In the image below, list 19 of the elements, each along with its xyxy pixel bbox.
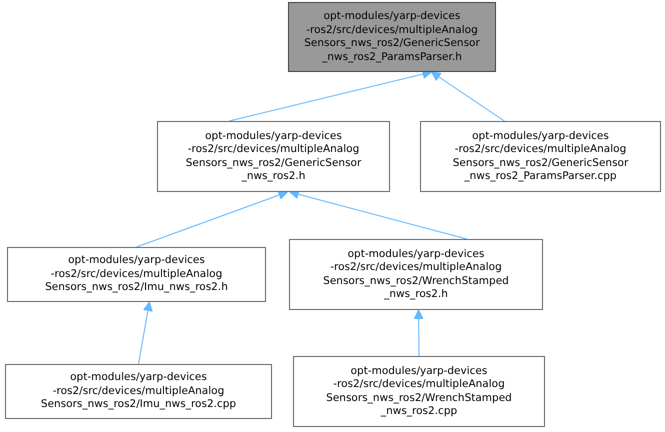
file-box	[7, 247, 266, 302]
arrow	[414, 310, 424, 356]
file-path: opt-modules/yarp-devices -ros2/src/devices/multipleAnalog Sensors_nws_ros2/GenericSensor _nws_ros2_ParamsParser.cpp	[452, 130, 628, 184]
arrow	[431, 72, 505, 122]
file-box	[157, 121, 390, 192]
arrow	[138, 302, 153, 364]
file-path: opt-modules/yarp-devices -ros2/src/devices/multipleAnalog Sensors_nws_ros2/WrenchStamped _nws_ros2.cpp	[326, 364, 512, 418]
file-box	[420, 121, 661, 192]
file-box	[293, 356, 545, 427]
file-path: opt-modules/yarp-devices -ros2/src/devices/multipleAnalog Sensors_nws_ros2/Imu_nws_ros2.cpp	[40, 371, 236, 412]
file-path: opt-modules/yarp-devices -ros2/src/devices/multipleAnalog Sensors_nws_ros2/GenericSensor _nws_ros2_ParamsParser.h	[304, 10, 480, 64]
arrow	[136, 190, 288, 248]
file-path: opt-modules/yarp-devices -ros2/src/devices/multipleAnalog Sensors_nws_ros2/WrenchStamped _nws_ros2.h	[323, 248, 509, 302]
file-box	[289, 239, 543, 310]
file-path: opt-modules/yarp-devices -ros2/src/devices/multipleAnalog Sensors_nws_ros2/GenericSensor _nws_ros2.h	[186, 130, 362, 184]
file-path: opt-modules/yarp-devices -ros2/src/devices/multipleAnalog Sensors_nws_ros2/Imu_nws_ros2.h	[45, 254, 228, 295]
file-box	[288, 2, 496, 72]
file-box	[5, 364, 272, 419]
arrow	[289, 190, 468, 240]
